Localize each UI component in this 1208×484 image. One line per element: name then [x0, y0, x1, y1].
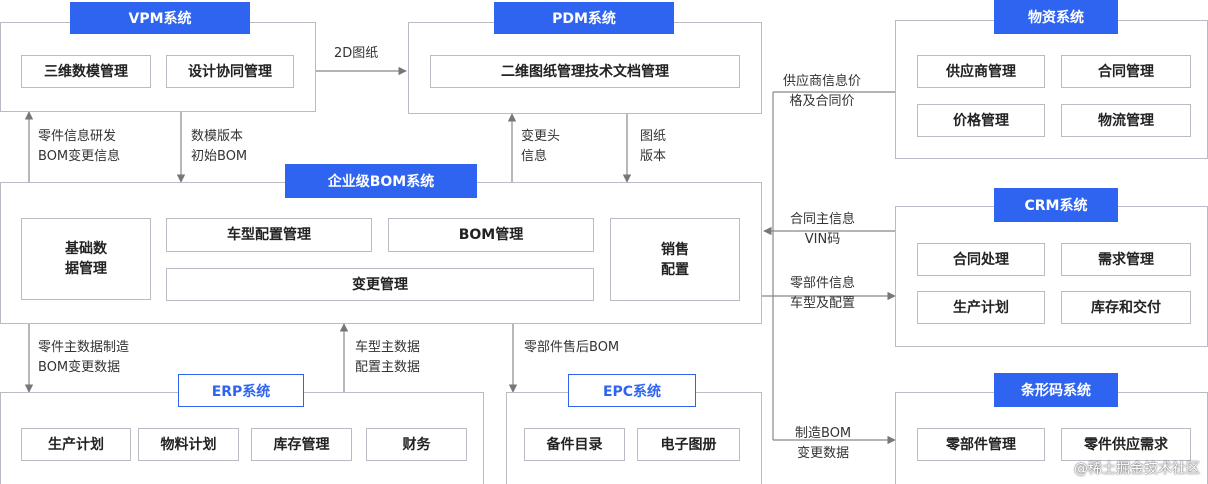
flow-label-bom-epc: 零部件售后BOM	[524, 340, 620, 355]
pdm-item-drawing-doc: 二维图纸管理技术文档管理	[430, 55, 740, 88]
pdm-system-title: PDM系统	[494, 2, 674, 34]
bom-item-bom-manage: BOM管理	[388, 218, 594, 252]
bom-item-base-data: 基础数 据管理	[21, 218, 151, 300]
epc-system-title: EPC系统	[568, 374, 696, 407]
bom-item-model-config: 车型配置管理	[166, 218, 372, 252]
material-system-title: 物资系统	[994, 0, 1118, 34]
erp-item-production-plan: 生产计划	[21, 428, 131, 461]
vpm-system-title: VPM系统	[70, 2, 250, 34]
crm-item-production-plan: 生产计划	[917, 291, 1045, 324]
bom-system-title: 企业级BOM系统	[285, 164, 477, 198]
flow-label-bom-crm: 零部件信息 车型及配置	[790, 276, 856, 311]
bom-item-change-manage: 变更管理	[166, 268, 594, 301]
crm-system	[895, 206, 1208, 347]
erp-item-finance: 财务	[366, 428, 467, 461]
bom-item-sales-config: 销售 配置	[610, 218, 740, 301]
material-system	[895, 20, 1208, 159]
flow-label-crm-bom: 合同主信息 VIN码	[790, 212, 856, 247]
watermark: @稀土掘金技术社区	[1074, 461, 1200, 477]
material-item-supplier: 供应商管理	[917, 55, 1045, 88]
material-item-price: 价格管理	[917, 104, 1045, 137]
crm-system-title: CRM系统	[994, 188, 1118, 222]
material-item-logistics: 物流管理	[1061, 104, 1191, 137]
flow-label-pdm-bom-down: 图纸 版本	[640, 129, 667, 164]
barcode-system-title: 条形码系统	[994, 373, 1118, 407]
crm-item-demand: 需求管理	[1061, 243, 1191, 276]
flow-label-bom-barcode: 制造BOM 变更数据	[795, 426, 852, 461]
barcode-item-supply-demand: 零件供应需求	[1061, 428, 1191, 461]
crm-item-contract: 合同处理	[917, 243, 1045, 276]
flow-label-vpm-bom-down: 数模版本 初始BOM	[191, 129, 248, 164]
epc-item-parts-catalog: 备件目录	[524, 428, 625, 461]
material-item-contract: 合同管理	[1061, 55, 1191, 88]
erp-item-material-plan: 物料计划	[138, 428, 239, 461]
epc-item-electronic-album: 电子图册	[637, 428, 740, 461]
erp-system-title: ERP系统	[178, 374, 304, 407]
flow-label-material-bom: 供应商信息价 格及合同价	[783, 74, 862, 109]
barcode-item-parts: 零部件管理	[917, 428, 1045, 461]
vpm-item-design-collab: 设计协同管理	[166, 55, 294, 88]
flow-label-vpm-pdm: 2D图纸	[334, 46, 379, 61]
flow-label-erp-bom: 车型主数据 配置主数据	[355, 340, 421, 375]
flow-label-pdm-bom-up: 变更头 信息	[521, 129, 561, 164]
crm-item-inventory-delivery: 库存和交付	[1061, 291, 1191, 324]
erp-item-inventory: 库存管理	[251, 428, 352, 461]
flow-label-vpm-bom-up: 零件信息研发 BOM变更信息	[38, 129, 121, 164]
flow-label-bom-erp: 零件主数据制造 BOM变更数据	[38, 340, 130, 375]
vpm-item-3d-model: 三维数模管理	[21, 55, 151, 88]
